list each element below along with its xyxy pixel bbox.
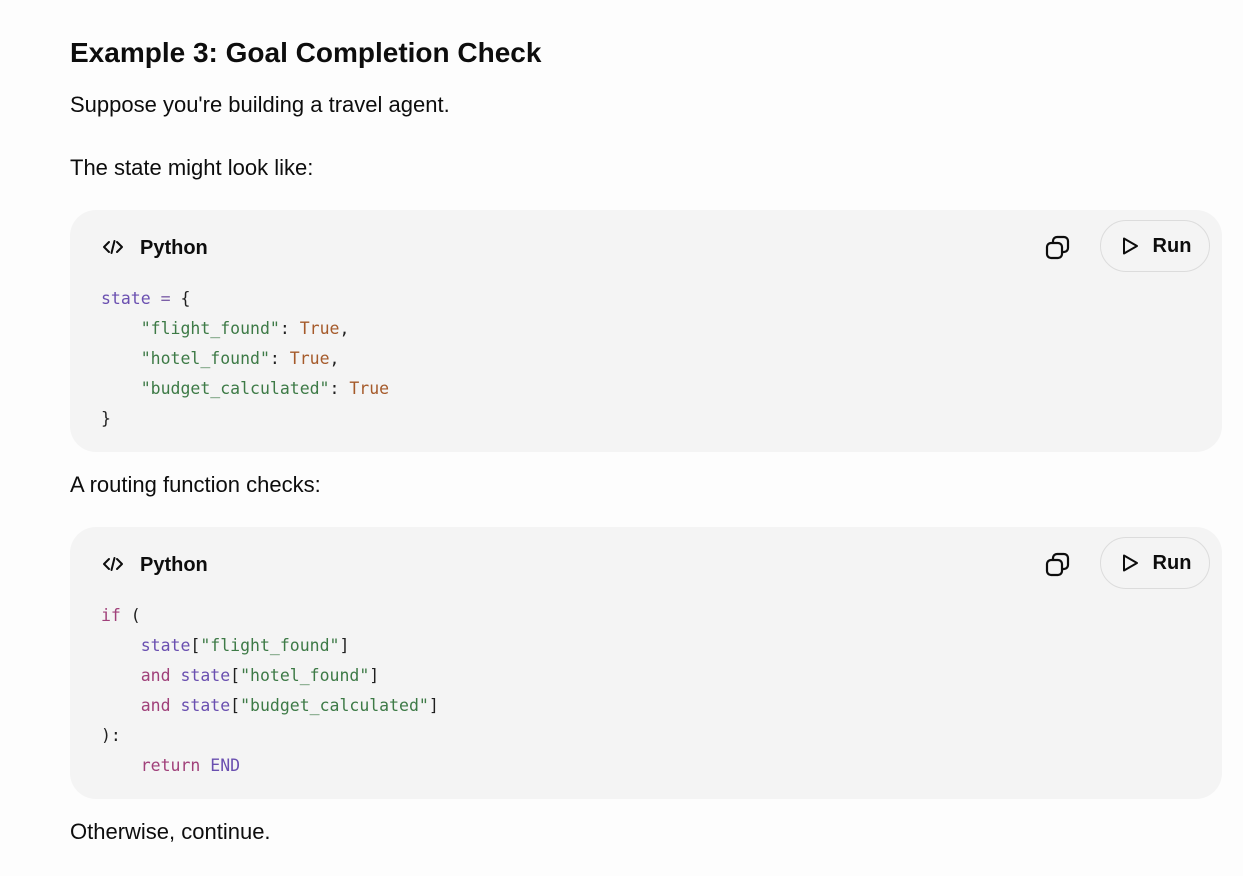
run-button[interactable]: Run <box>1100 220 1210 272</box>
code-token: "hotel_found" <box>240 666 370 685</box>
code-token: : <box>279 319 300 338</box>
copy-icon <box>1045 235 1070 260</box>
code-token <box>101 756 141 775</box>
code-token: : <box>329 379 350 398</box>
section-heading: Example 3: Goal Completion Check <box>70 37 542 68</box>
code-token: , <box>339 319 350 338</box>
code-token: state <box>180 696 231 715</box>
code-token: True <box>299 319 340 338</box>
copy-button[interactable] <box>1042 549 1074 581</box>
code-token <box>101 379 141 398</box>
copy-button[interactable] <box>1042 232 1074 264</box>
play-icon <box>1122 237 1138 255</box>
code-token: and <box>140 666 171 685</box>
code-token <box>101 319 141 338</box>
code-block-routing: Python Run if ( state["flight_found"] an… <box>70 527 1222 799</box>
code-line: and state["hotel_found"] <box>101 661 439 691</box>
code-line: and state["budget_calculated"] <box>101 691 439 721</box>
code-block-header: Python Run <box>70 210 1222 286</box>
code-body: if ( state["flight_found"] and state["ho… <box>101 601 439 781</box>
code-language-label: Python <box>140 237 208 259</box>
code-line: } <box>101 404 389 434</box>
code-line: state = { <box>101 284 389 314</box>
code-token: } <box>101 409 111 428</box>
code-token: return <box>140 756 201 775</box>
code-token: ] <box>369 666 380 685</box>
code-token <box>101 349 141 368</box>
code-token: [ <box>190 636 201 655</box>
code-token: : <box>269 349 290 368</box>
code-token: if <box>101 606 121 625</box>
code-token: "hotel_found" <box>140 349 270 368</box>
code-token: state <box>140 636 191 655</box>
code-token: state <box>101 289 151 308</box>
code-token: "budget_calculated" <box>240 696 429 715</box>
code-token: [ <box>230 666 241 685</box>
code-token <box>200 756 210 775</box>
play-icon <box>1122 554 1138 572</box>
code-token <box>171 666 181 685</box>
code-token: ): <box>101 726 121 745</box>
code-token: [ <box>230 696 241 715</box>
code-line: state["flight_found"] <box>101 631 439 661</box>
code-block-header: Python Run <box>70 527 1222 603</box>
run-button[interactable]: Run <box>1100 537 1210 589</box>
code-token: ] <box>428 696 439 715</box>
code-line: "budget_calculated": True <box>101 374 389 404</box>
code-token <box>101 696 141 715</box>
code-line: return END <box>101 751 439 781</box>
code-token <box>101 666 141 685</box>
code-token: { <box>180 289 191 308</box>
code-token: "budget_calculated" <box>140 379 330 398</box>
otherwise-paragraph: Otherwise, continue. <box>70 819 271 844</box>
state-intro-paragraph: The state might look like: <box>70 155 314 180</box>
intro-paragraph: Suppose you're building a travel agent. <box>70 92 450 117</box>
code-token: ( <box>120 606 141 625</box>
code-line: "hotel_found": True, <box>101 344 389 374</box>
code-icon <box>103 557 123 571</box>
code-line: "flight_found": True, <box>101 314 389 344</box>
code-token: = <box>150 289 181 308</box>
code-body: state = { "flight_found": True, "hotel_f… <box>101 284 389 434</box>
code-token: state <box>180 666 231 685</box>
code-block-state: Python Run state = { "flight_found": Tru… <box>70 210 1222 452</box>
code-token: , <box>329 349 340 368</box>
code-line: ): <box>101 721 439 751</box>
code-token: "flight_found" <box>200 636 340 655</box>
code-language-label: Python <box>140 554 208 576</box>
code-token: ] <box>339 636 350 655</box>
run-label: Run <box>1152 235 1192 257</box>
code-icon <box>103 240 123 254</box>
code-line: if ( <box>101 601 439 631</box>
code-token: and <box>140 696 171 715</box>
code-token: True <box>289 349 330 368</box>
code-token: "flight_found" <box>140 319 280 338</box>
code-token: END <box>210 756 241 775</box>
code-token <box>101 636 141 655</box>
routing-intro-paragraph: A routing function checks: <box>70 472 321 497</box>
run-label: Run <box>1152 552 1192 574</box>
code-token <box>171 696 181 715</box>
code-token: True <box>349 379 390 398</box>
copy-icon <box>1045 552 1070 577</box>
